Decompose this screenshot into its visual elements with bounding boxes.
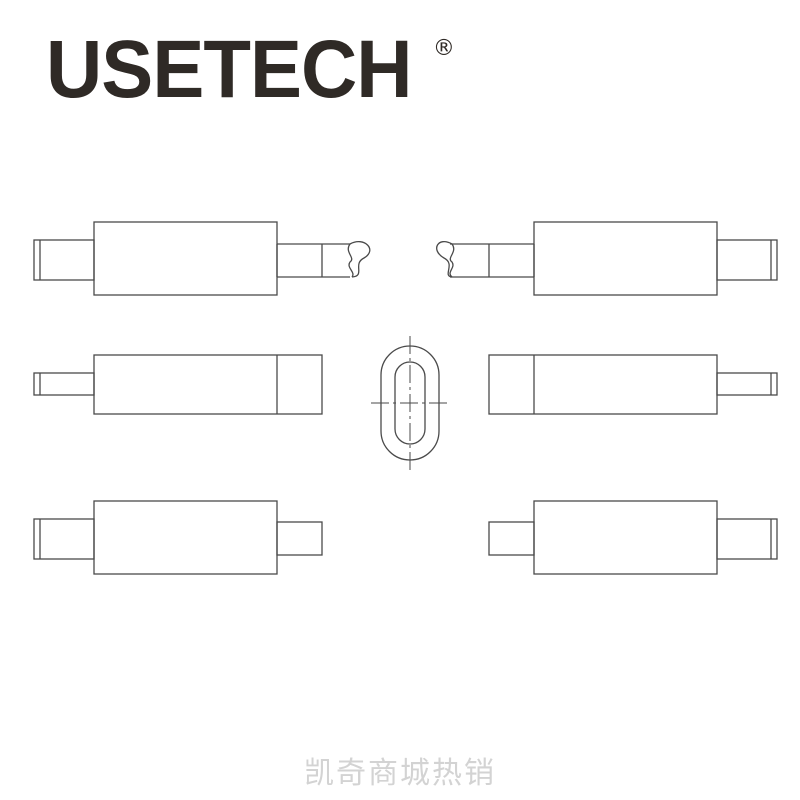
- plug-body: [93, 354, 323, 415]
- cable-stub: [276, 521, 323, 556]
- brand-name: USETECH: [46, 24, 413, 115]
- connector-top-view-right: [436, 221, 778, 296]
- cable-cut-end: [436, 241, 455, 278]
- plug-tip: [33, 372, 95, 396]
- connector-bottom-view-right: [488, 500, 778, 575]
- usb-c-port-front-view: [371, 336, 449, 470]
- watermark-text: 凯奇商城热销: [304, 756, 496, 791]
- plug-body: [533, 221, 718, 296]
- connector-top-view-left: [33, 221, 371, 296]
- cable-cut-end: [347, 241, 371, 278]
- plug-body: [533, 500, 718, 575]
- plug-body: [93, 221, 278, 296]
- plug-tip: [33, 518, 95, 560]
- plug-tip: [716, 518, 778, 560]
- plug-tip: [33, 239, 95, 281]
- brand-logo: USETECH ®: [46, 24, 455, 115]
- connector-side-view-left: [33, 354, 323, 415]
- cable-strain-relief: [450, 243, 535, 278]
- connector-side-view-right: [488, 354, 778, 415]
- cable-strain-relief: [276, 243, 350, 278]
- plug-tip: [716, 372, 778, 396]
- plug-tip: [716, 239, 778, 281]
- cable-stub: [488, 521, 535, 556]
- plug-body: [93, 500, 278, 575]
- registered-mark: ®: [432, 36, 455, 61]
- connector-bottom-view-left: [33, 500, 323, 575]
- plug-body: [488, 354, 718, 415]
